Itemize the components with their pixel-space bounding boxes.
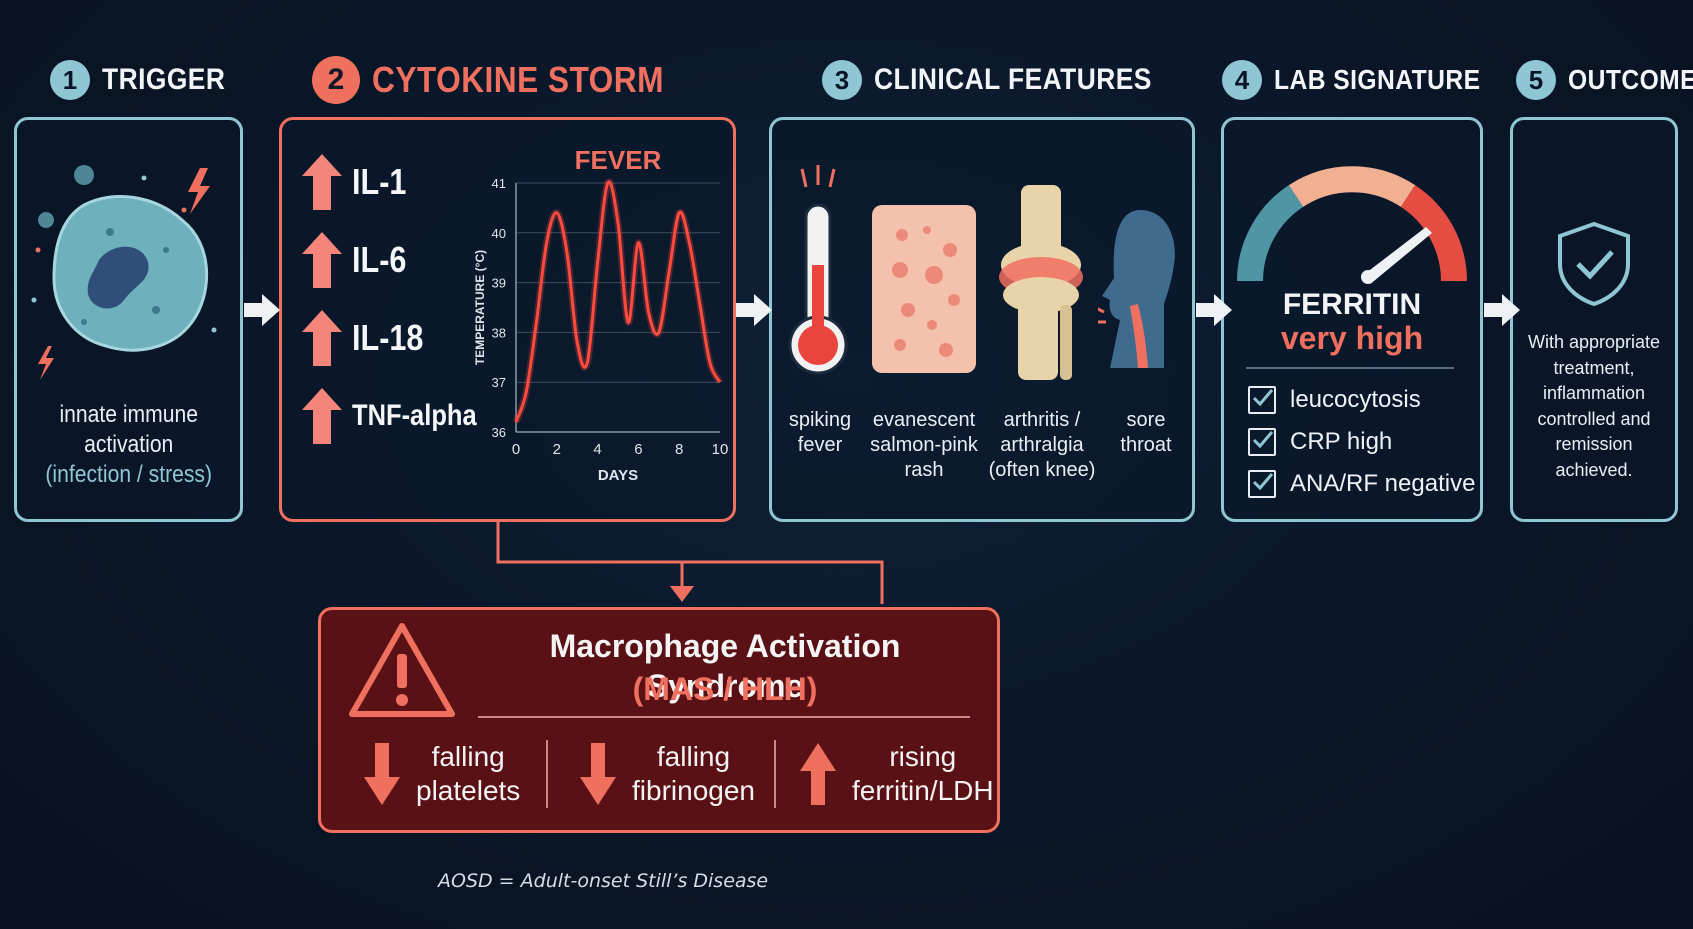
chart-x-tick-label: 10 [712,441,729,458]
mas-subtitle: (MAS / HLH) [632,671,818,707]
lab-check-label: ANA/RF negative [1290,470,1476,497]
mas-divider [478,716,970,718]
arrow-right-icon [1196,294,1232,326]
immune-cell-icon [31,165,217,380]
chart-title: FEVER [575,145,662,175]
cytokine-il18: IL-18 [300,308,436,368]
chart-y-tick-label: 36 [492,425,506,440]
cytokine-label: TNF-alpha [352,399,477,432]
lab-divider [1246,367,1454,369]
ferritin-gauge-icon [1237,166,1467,284]
trigger-description: innate immune activation (infection / st… [14,400,243,490]
mas-item-label: falling platelets [416,741,521,806]
lab-level: very high [1280,320,1424,356]
lab-marker: FERRITIN [1282,288,1422,321]
arrow-up-icon [302,154,342,210]
mas-separator [774,740,776,808]
checkbox-checked-icon [1248,386,1276,414]
cytokine-tnf: TNF-alpha [300,386,499,446]
clinical-label-fever: spiking fever [788,409,852,456]
arrow-up-icon [302,388,342,444]
mas-item-label: falling fibrinogen [632,741,755,806]
arrow-up-icon [302,310,342,366]
step-header-lab-signature: 4 LAB SIGNATURE [1222,60,1509,100]
checkbox-checked-icon [1248,428,1276,456]
step-number: 3 [822,60,862,100]
chart-series-line [514,180,722,423]
step-header-outcome: 5 OUTCOME [1516,60,1693,100]
trigger-line-1: innate immune [59,401,198,428]
arrow-up-icon [302,232,342,288]
chart-x-tick-label: 8 [675,441,683,458]
chart-x-axis-label: DAYS [598,467,638,480]
thermometer-icon [788,165,848,375]
mas-connector [496,522,884,604]
step-header-trigger: 1 TRIGGER [50,60,242,100]
chart-y-tick-label: 38 [492,325,506,340]
lab-check-label: CRP high [1290,428,1393,455]
arrow-down-icon [580,742,616,805]
cytokine-label: IL-18 [352,317,424,358]
chart-y-axis-label: TEMPERATURE (°C) [473,250,487,365]
arrow-up-icon [800,742,836,805]
mas-title: Macrophage Activation Syndrome [549,628,901,704]
arrow-right-icon [244,294,280,326]
arrow-right-icon [1484,294,1520,326]
step-number: 5 [1516,60,1556,100]
shield-check-icon [1558,221,1630,307]
chart-y-tick-label: 40 [492,226,506,241]
mas-item-platelets: falling platelets [362,740,520,807]
cytokine-il6: IL-6 [300,230,416,290]
mas-item-ferritin: rising ferritin/LDH [798,740,994,807]
knee-joint-icon [999,185,1083,380]
cytokine-storm-panel [279,117,736,522]
cytokine-il1: IL-1 [300,152,416,212]
step-title: TRIGGER [102,63,226,96]
arrow-right-icon [736,294,772,326]
chart-x-tick-label: 2 [553,441,561,458]
clinical-label-rash: evanescent salmon-pink rash [870,409,978,481]
cytokine-label: IL-1 [352,161,407,202]
outcome-panel [1510,117,1678,522]
chart-x-tick-label: 4 [593,441,601,458]
trigger-line-2: activation [83,431,174,458]
checkbox-checked-icon [1248,470,1276,498]
cytokine-label: IL-6 [352,239,407,280]
mas-item-label: rising ferritin/LDH [852,741,994,806]
step-header-cytokine-storm: 2 CYTOKINE STORM [312,56,704,104]
arrow-down-icon [364,742,400,805]
trigger-line-3: (infection / stress) [45,461,212,488]
clinical-label-arthritis: arthritis / arthralgia (often knee) [988,409,1096,481]
lab-check-item: leucocytosis [1248,386,1421,414]
lab-check-item: ANA/RF negative [1248,470,1475,498]
chart-y-tick-label: 37 [492,375,506,390]
step-title: OUTCOME [1568,64,1693,95]
step-number: 2 [312,56,360,104]
throat-icon [1098,210,1175,368]
step-title: CLINICAL FEATURES [874,63,1152,96]
chart-y-tick-label: 39 [492,276,506,291]
clinical-label-throat: sore throat [1120,409,1172,456]
step-number: 4 [1222,60,1262,100]
chart-x-tick-label: 0 [512,441,520,458]
footnote: AOSD = Adult-onset Still’s Disease [438,870,769,892]
warning-triangle-icon [349,623,455,717]
chart-y-tick-label: 41 [492,176,506,191]
step-title: CYTOKINE STORM [372,59,664,100]
step-header-clinical-features: 3 CLINICAL FEATURES [822,60,1190,100]
mas-item-fibrinogen: falling fibrinogen [578,740,755,807]
mas-separator [546,740,548,808]
lab-check-item: CRP high [1248,428,1392,456]
rash-icon [872,205,976,373]
mas-panel [318,607,1000,833]
lab-check-label: leucocytosis [1290,386,1421,413]
chart-x-tick-label: 6 [634,441,642,458]
step-title: LAB SIGNATURE [1274,64,1481,95]
outcome-text: With appropriate treatment, inflammation… [1527,332,1661,480]
step-number: 1 [50,60,90,100]
